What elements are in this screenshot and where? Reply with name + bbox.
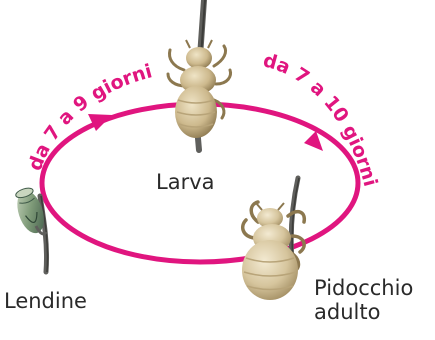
nit-label: Lendine	[4, 289, 87, 313]
duration-egg-to-larva-text: da 7 a 9 giorni	[24, 60, 154, 173]
larva-illustration	[168, 0, 230, 150]
adult-louse-label: Pidocchio adulto	[314, 276, 413, 324]
larva-label: Larva	[156, 170, 215, 194]
adult-louse-illustration	[242, 178, 304, 300]
duration-egg-to-larva: da 7 a 9 giorni	[24, 60, 154, 173]
adult-louse-label-line2: adulto	[314, 300, 413, 324]
arrowhead-to-larva-icon	[88, 114, 112, 131]
adult-louse-label-line1: Pidocchio	[314, 276, 413, 300]
duration-larva-to-adult: da 7 a 10 giorni	[261, 49, 382, 188]
duration-larva-to-adult-text: da 7 a 10 giorni	[261, 49, 382, 188]
